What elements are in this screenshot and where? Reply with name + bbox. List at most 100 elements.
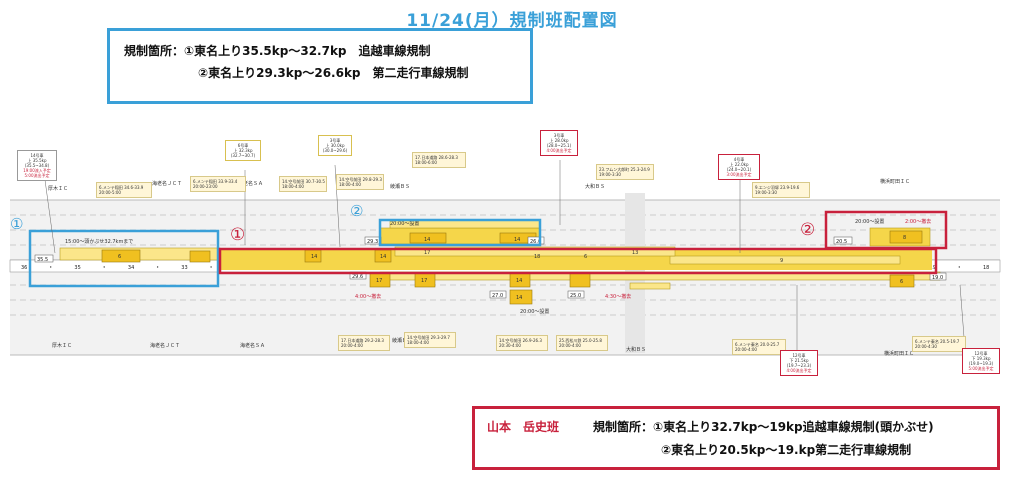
crew-note: 17.日本道路 29.2-28.3 20:00-4:00 (338, 335, 390, 351)
vehicle-block (409, 232, 447, 244)
place-name: 海老名ＪＣＴ (152, 180, 182, 187)
crew-note: 14.空号前田 29.8-29.3 18:00-4:00 (336, 174, 384, 190)
vehicle-number: 14 (516, 295, 522, 301)
vehicle-number: 13 (632, 250, 638, 256)
flag-line: 4:00流出予定 (546, 148, 572, 153)
kp-marker: 25.0 (570, 293, 581, 299)
note-line: 19:00-3:30 (599, 172, 621, 177)
lane-note: 20:00～設置 (390, 220, 419, 227)
lane-note: 15:00～頭かぶせ32.7kmまで (65, 238, 133, 245)
note-line: 6.メンテ秦名 20.0-25.7 (735, 342, 780, 347)
note-line: 14.空号前田 29.8-29.3 (339, 177, 382, 182)
note-line: 20:00-5:00 (99, 190, 121, 195)
vehicle-block (101, 249, 141, 263)
flag-line: 上 32.3kp (233, 148, 253, 153)
vehicle-flag: 4号車 上 22.0kp (24.0~20.1) 3:00流出予定 (718, 154, 760, 180)
kp-markers: 35.5 29.3 26.6 20.5 29.6 27.0 25.0 19.0 (34, 236, 947, 299)
vehicle-number: 17 (424, 250, 430, 256)
vehicle-number: 14 (380, 254, 386, 260)
note-line: 20:30-4:00 (499, 343, 521, 348)
km-label: 36 (21, 265, 27, 271)
vehicle-number: 6 (118, 254, 121, 260)
kp-marker: 29.6 (352, 274, 363, 280)
note-line: 14.空号前田 26.9-26.3 (499, 338, 542, 343)
flag-line: 14号車 (30, 153, 44, 158)
lane-note: 4:00～撤去 (355, 293, 381, 300)
vehicle-block (889, 274, 915, 288)
km-tick (958, 266, 960, 268)
kp-marker-box (929, 272, 947, 281)
regulation-line-1: 規制箇所：①東名上り35.5kp～32.7kp 追越車線規制 (124, 44, 431, 58)
vehicle-flag: 3号車 上 28.0kp (28.0~25.1) 4:00流出予定 (540, 130, 578, 156)
kp-marker: 27.0 (492, 293, 503, 299)
flag-line: (35.5~34.8) (24, 163, 50, 168)
vehicle-number: 6 (584, 254, 587, 260)
crew-note: 17.日本道路 28.6-28.3 18:00-6:00 (412, 152, 466, 168)
note-line: 20:00-4:00 (735, 347, 757, 352)
km-label: 35 (74, 265, 80, 271)
flag-line: 3:00流出予定 (726, 172, 752, 177)
flag-line: 19:00流入予定 (23, 168, 51, 173)
place-name: 海老名ＳＡ (240, 342, 265, 349)
flag-line: 3号車 (553, 133, 565, 138)
kp-marker: 35.5 (37, 257, 48, 263)
flag-line: 12号車 (974, 351, 988, 356)
team-regulation-line-2: ②東名上り20.5kp～19.kp第二走行車線規制 (661, 443, 912, 457)
crew-note: 6.メンテ稲田 34.6-33.9 20:00-5:00 (96, 182, 152, 198)
kp-marker: 29.3 (367, 239, 378, 245)
place-name: 厚木ＩＣ (48, 185, 68, 192)
place-name: 大和ＢＳ (626, 346, 646, 353)
regulation-line-2: ②東名上り29.3kp～26.6kp 第二走行車線規制 (198, 66, 469, 80)
place-name: 海老名ＳＡ (238, 180, 263, 187)
crew-note: 25.西松川鉄 25.0-25.8 20:00-4:00 (556, 335, 608, 351)
note-line: 18:00-4:00 (339, 182, 361, 187)
km-tick (210, 266, 212, 268)
regulation-summary-box: 規制箇所：①東名上り35.5kp～32.7kp 追越車線規制 ②東名上り29.3… (107, 28, 533, 104)
kp-marker-box (567, 290, 585, 299)
note-line: 9.エンジ羽塚 23.9-19.6 (755, 185, 800, 190)
flag-line: 上 28.0kp (549, 138, 569, 143)
vehicle-number: 9 (780, 258, 783, 264)
flag-line: 下 21.5kp (789, 358, 809, 363)
vehicle-number: 8 (903, 235, 906, 241)
place-names-bottom: 厚木ＩＣ 海老名ＪＣＴ 海老名ＳＡ 綾瀬ＢＳ 大和ＢＳ 横浜町田ＩＣ (52, 337, 914, 357)
vehicle-number: 14 (311, 254, 317, 260)
place-name: 大和ＢＳ (585, 183, 605, 190)
flag-line: (19.0~19.3) (968, 361, 994, 366)
lane-note: 2:00～撤去 (905, 218, 931, 225)
lane-note: 4:30～撤去 (605, 293, 631, 300)
crew-note: 9.エンジ羽塚 23.9-19.6 19:00-3:30 (752, 182, 810, 198)
km-label: 18 (983, 265, 989, 271)
flag-line: 上 22.0kp (729, 162, 749, 167)
callout-line (44, 179, 56, 254)
crew-note: 6.メンテ秦名 20.5-19.7 20:00-4:30 (912, 336, 966, 352)
zone-2-red-outline (824, 210, 948, 250)
flag-line: 6号車 (237, 143, 249, 148)
vehicle-number: 18 (534, 254, 540, 260)
taper-bar-lower (629, 282, 671, 290)
km-label: 34 (128, 265, 134, 271)
flag-line: 5:00流出予定 (24, 173, 50, 178)
flag-line: 5:00流出予定 (968, 366, 994, 371)
km-tick (103, 266, 105, 268)
note-line: 18:00-4:00 (407, 340, 429, 345)
crew-note: 14.空号前田 29.3-29.7 18:00-4:00 (404, 332, 456, 348)
place-name: 横浜町田ＩＣ (884, 350, 914, 357)
vehicle-number: 6 (900, 279, 903, 285)
vehicle-flag: 3号車 上 30.0kp (30.0~29.6) (318, 135, 352, 156)
crew-note: 14.空号前田 30.7-30.5 18:00-4:00 (279, 176, 327, 192)
note-line: 17.日本道路 28.6-28.3 (415, 155, 458, 160)
vehicle-flag: 12号車 下 21.5kp (19.7~23.3) 4:00流出予定 (780, 350, 818, 376)
km-label: 33 (181, 265, 187, 271)
vehicle-flag: 6号車 上 32.3kp (32.7~30.7) (225, 140, 261, 161)
zone-1-red-outline (218, 247, 938, 275)
taper-bar (394, 246, 676, 257)
vehicle-block (189, 250, 211, 263)
note-line: 20:00-4:30 (915, 344, 937, 349)
zone-1-blue-outline (28, 229, 220, 288)
place-names-top: 厚木ＩＣ 海老名ＪＣＴ 海老名ＳＡ 綾瀬ＢＳ 大和ＢＳ 横浜町田ＩＣ (48, 178, 910, 192)
note-line: 20:00-4:00 (559, 343, 581, 348)
team-name: 山本 岳史班 (487, 420, 560, 434)
vehicle-number: 17 (421, 278, 427, 284)
taper-bar (669, 255, 901, 265)
